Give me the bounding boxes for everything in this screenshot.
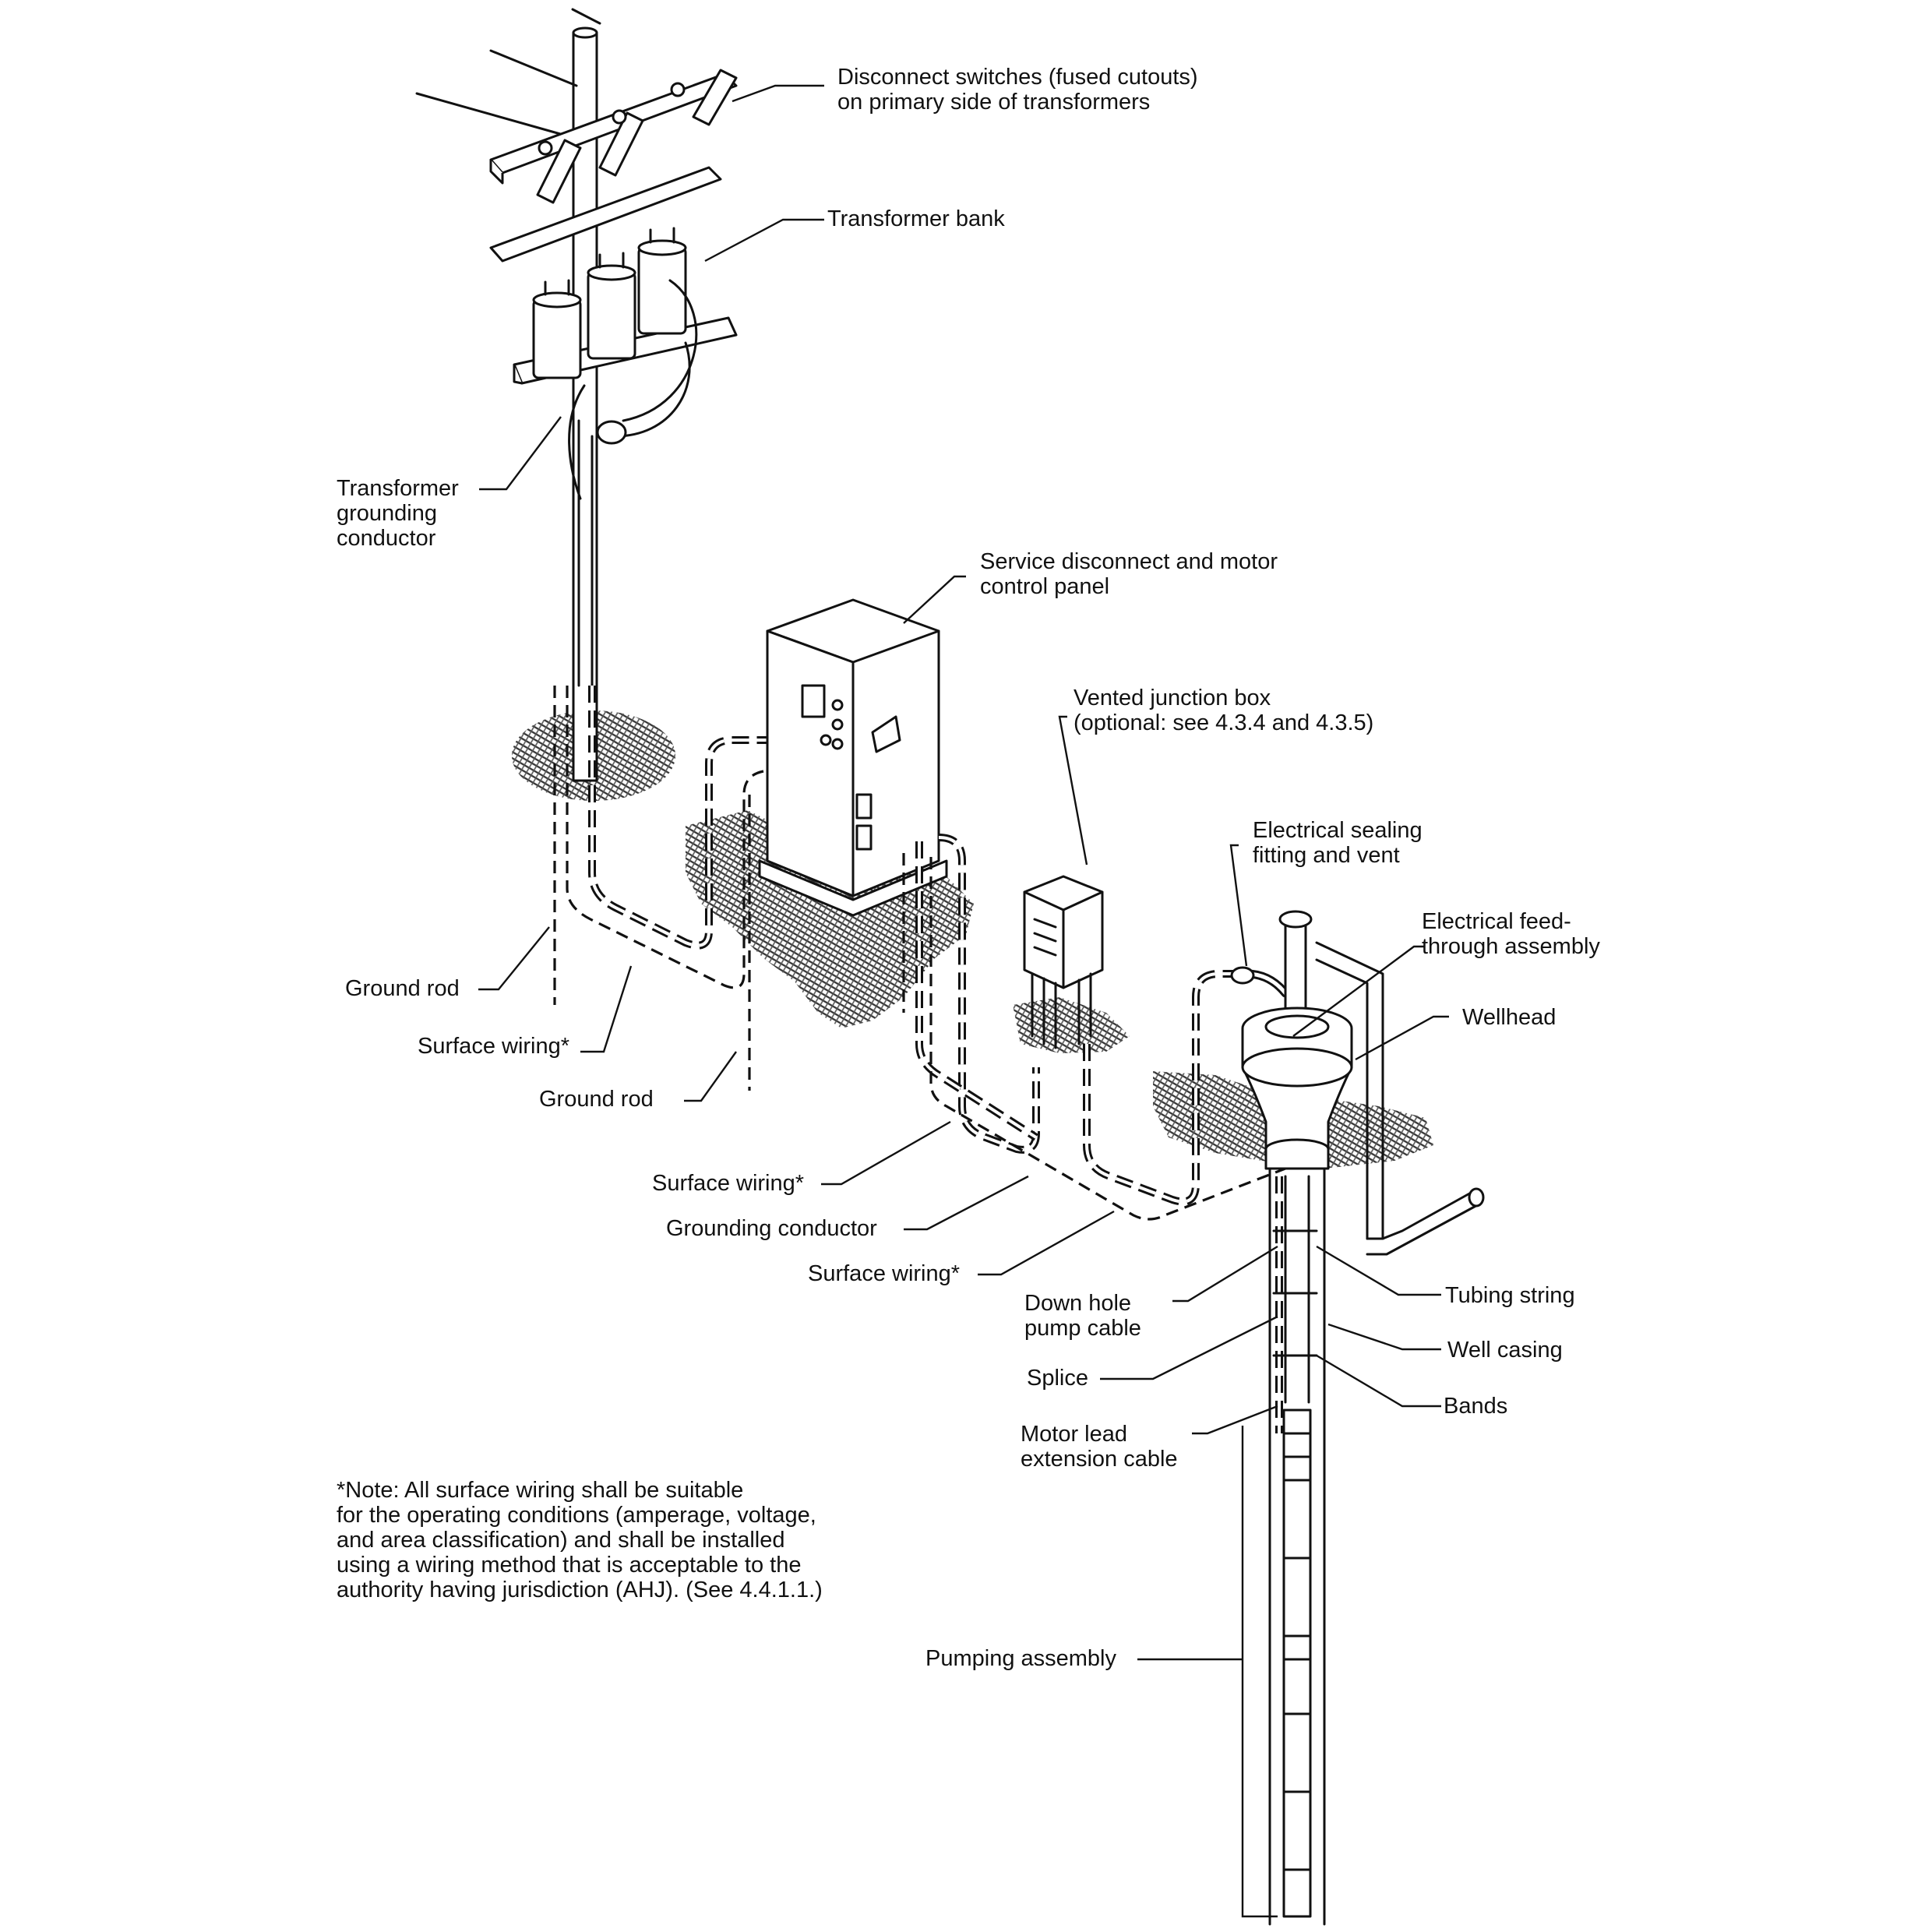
label-ground-rod-1: Ground rod bbox=[345, 976, 460, 1001]
label-service-disconnect-line2: control panel bbox=[980, 574, 1109, 599]
utility-pole bbox=[415, 8, 738, 782]
label-wellhead: Wellhead bbox=[1462, 1005, 1556, 1030]
label-vented-junction-box-line1: Vented junction box bbox=[1074, 686, 1271, 710]
diagram-labels: Disconnect switches (fused cutouts) on p… bbox=[337, 65, 1600, 1671]
label-splice: Splice bbox=[1027, 1366, 1088, 1391]
label-transformer-bank: Transformer bank bbox=[827, 206, 1005, 231]
label-transformer-grounding-line2: grounding bbox=[337, 501, 437, 526]
label-surface-wiring-3: Surface wiring* bbox=[808, 1261, 960, 1286]
label-electrical-sealing-line1: Electrical sealing bbox=[1253, 818, 1423, 843]
surface-wiring-pole-to-panel bbox=[566, 686, 767, 989]
label-motor-lead-line1: Motor lead bbox=[1021, 1422, 1127, 1447]
label-disconnect-switches-line2: on primary side of transformers bbox=[837, 90, 1150, 115]
label-pumping-assembly: Pumping assembly bbox=[925, 1646, 1116, 1671]
note-line-2: for the operating conditions (amperage, … bbox=[337, 1503, 816, 1528]
label-down-hole-cable-line1: Down hole bbox=[1024, 1291, 1131, 1316]
bands bbox=[1272, 1229, 1318, 1357]
motor-control-panel bbox=[758, 598, 948, 917]
label-grounding-conductor: Grounding conductor bbox=[666, 1216, 877, 1241]
label-disconnect-switches-line1: Disconnect switches (fused cutouts) bbox=[837, 65, 1198, 90]
surface-wiring-panel-to-junction-box bbox=[902, 834, 1040, 1154]
vented-junction-box bbox=[1023, 875, 1104, 1049]
note-line-4: using a wiring method that is acceptable… bbox=[337, 1553, 801, 1578]
note-line-3: and area classification) and shall be in… bbox=[337, 1528, 785, 1553]
label-transformer-grounding-line1: Transformer bbox=[337, 476, 459, 501]
grounding-conductor bbox=[929, 857, 1286, 1221]
surface-wiring-note: *Note: All surface wiring shall be suita… bbox=[337, 1478, 823, 1602]
note-line-1: *Note: All surface wiring shall be suita… bbox=[337, 1478, 743, 1503]
label-electrical-sealing-line2: fitting and vent bbox=[1253, 843, 1400, 868]
tubing-string bbox=[1284, 1175, 1310, 1404]
label-motor-lead-line2: extension cable bbox=[1021, 1447, 1178, 1472]
pumping-assembly bbox=[1282, 1408, 1312, 1918]
label-electrical-feedthrough-line2: through assembly bbox=[1422, 934, 1600, 959]
label-tubing-string: Tubing string bbox=[1445, 1283, 1575, 1308]
label-surface-wiring-2: Surface wiring* bbox=[652, 1171, 804, 1196]
well-casing bbox=[1268, 1167, 1326, 1926]
label-ground-rod-2: Ground rod bbox=[539, 1087, 654, 1112]
label-service-disconnect-line1: Service disconnect and motor bbox=[980, 549, 1278, 574]
label-electrical-feedthrough-line1: Electrical feed- bbox=[1422, 909, 1571, 934]
label-well-casing: Well casing bbox=[1447, 1338, 1563, 1363]
note-line-5: authority having jurisdiction (AHJ). (Se… bbox=[337, 1578, 823, 1602]
label-surface-wiring-1: Surface wiring* bbox=[418, 1034, 569, 1059]
label-vented-junction-box-line2: (optional: see 4.3.4 and 4.3.5) bbox=[1074, 710, 1373, 735]
surface-wiring-junction-box-to-wellhead bbox=[1083, 966, 1290, 1206]
label-transformer-grounding-line3: conductor bbox=[337, 526, 436, 551]
label-down-hole-cable-line2: pump cable bbox=[1024, 1316, 1141, 1341]
label-bands: Bands bbox=[1444, 1394, 1507, 1419]
leader-lines bbox=[478, 84, 1449, 1918]
